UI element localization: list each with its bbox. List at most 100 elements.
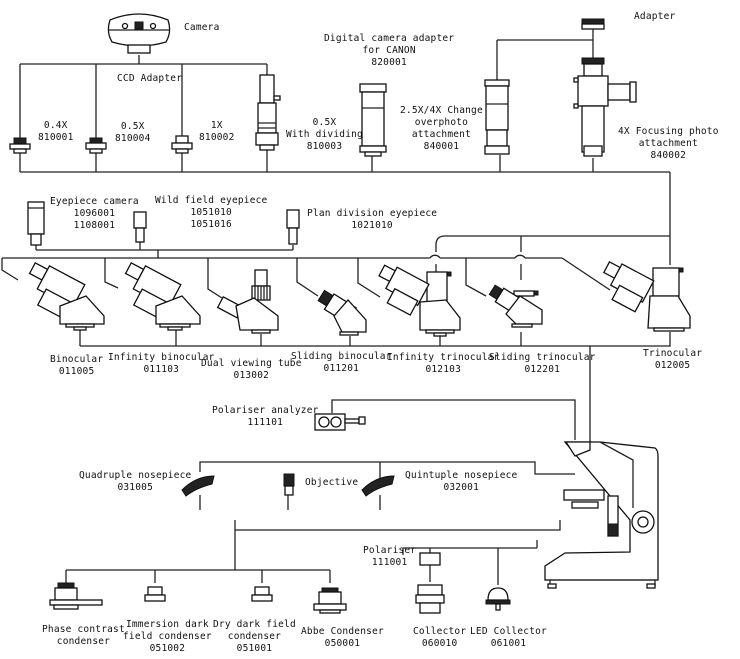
plan-division-eyepiece-label: Plan division eyepiece 1021010 [307,208,437,232]
focusing-code: 840002 [650,150,687,161]
trinocular-label: Trinocular 012005 [643,348,702,372]
immersion-dark-field-condenser-icon [144,586,166,602]
adapter-04x-label: 0.4X 810001 [38,120,74,144]
adapter-04x-mag: 0.4X [43,120,68,131]
adapter-1x-code: 810002 [199,132,235,143]
polariser-analyzer-code: 111101 [247,417,284,428]
sliding-trinocular-head-icon [488,284,543,328]
binocular-head-icon [28,261,105,331]
ccd-adapter-label: CCD Adapter [117,73,183,84]
ccd-adapter-dividing-icon [255,74,281,151]
sliding-trinocular-name: Sliding trinocular [489,352,596,363]
wild-field-name: Wild field eyepiece [155,195,268,206]
dry-dark-line2: condenser [227,631,282,642]
led-collector-label: LED Collector 061001 [470,626,547,650]
ccd-adapter-04x-icon [9,137,31,154]
adapter-1x-label: 1X 810002 [199,120,235,144]
objective-icon [283,473,295,496]
infinity-trinocular-label: Infinity trinocular 012103 [387,352,499,376]
sliding-binocular-name: Sliding binocular [291,351,392,362]
phase-contrast-condenser-label: Phase contrast condenser [42,624,125,648]
sliding-binocular-label: Sliding binocular 011201 [291,351,392,375]
adapter-04x-code: 810001 [38,132,74,143]
dry-dark-code: 051001 [236,643,273,654]
eyepiece-camera-code2: 1108001 [73,220,116,231]
sliding-binocular-code: 011201 [323,363,360,374]
connector-lines [1,28,671,585]
adapter-top-label: Adapter [634,11,676,22]
canon-adapter-line2: for CANON [362,45,416,56]
infinity-binocular-label: Infinity binocular 011103 [108,352,215,376]
quadruple-nosepiece-label: Quadruple nosepiece 031005 [79,470,191,494]
polariser-icon [419,552,441,566]
change-over-code: 840001 [423,141,460,152]
polariser-analyzer-label: Polariser analyzer 111101 [212,405,319,429]
abbe-code: 050001 [324,638,361,649]
polariser-analyzer-name: Polariser analyzer [212,405,319,416]
quintuple-nosepiece-code: 032001 [443,482,479,493]
adapter-05x-mag: 0.5X [120,121,145,132]
ccd-adapter-05x-icon [85,137,107,154]
change-over-attachment-icon [484,79,510,155]
adapter-dividing-desc: With dividing [286,129,363,140]
canon-adapter-label: Digital camera adapter for CANON 820001 [324,33,454,69]
plan-division-name: Plan division eyepiece [307,208,438,219]
change-over-label: 2.5X/4X Change overphoto attachment 8400… [400,105,483,153]
focusing-line1: 4X Focusing photo [618,126,719,137]
change-over-line2: overphoto [414,117,469,128]
canon-adapter-line1: Digital camera adapter [324,33,455,44]
phase-contrast-line2: condenser [56,636,111,647]
quintuple-nosepiece-name: Quintuple nosepiece [405,470,518,481]
polariser-code: 111001 [371,557,408,568]
quintuple-nosepiece-icon [361,475,395,497]
dry-dark-field-condenser-icon [251,586,273,602]
focusing-attachment-icon [573,57,637,157]
change-over-line1: 2.5X/4X Change [400,105,483,116]
focusing-attachment-label: 4X Focusing photo attachment 840002 [618,126,719,162]
collector-code: 060010 [421,638,458,649]
infinity-trinocular-name: Infinity trinocular [387,352,500,363]
immersion-line1: Immersion dark [125,619,209,630]
dry-dark-field-condenser-label: Dry dark field condenser 051001 [213,619,296,655]
adapter-top-icon [581,18,605,30]
wild-field-eyepiece-label: Wild field eyepiece 1051010 1051016 [155,195,267,231]
polariser-name: Polariser [363,545,417,556]
abbe-condenser-icon [313,587,347,614]
led-collector-code: 061001 [490,638,527,649]
polariser-analyzer-icon [314,413,366,431]
phase-contrast-condenser-icon [49,582,103,610]
trinocular-name: Trinocular [643,348,703,359]
camera-label: Camera [184,22,220,33]
immersion-line2: field condenser [123,631,212,642]
trinocular-code: 012005 [654,360,691,371]
quadruple-nosepiece-name: Quadruple nosepiece [79,470,192,481]
microscope-stand-icon [544,441,659,589]
objective-label: Objective [305,477,359,488]
ccd-adapter-1x-icon [171,135,193,154]
immersion-dark-field-condenser-label: Immersion dark field condenser 051002 [123,619,212,655]
quintuple-nosepiece-label: Quintuple nosepiece 032001 [405,470,517,494]
adapter-dividing-label: 0.5X With dividing 810003 [286,117,363,153]
dual-viewing-tube-label: Dual viewing tube 013002 [201,358,302,382]
focusing-line2: attachment [638,138,698,149]
binocular-label: Binocular 011005 [50,354,103,378]
change-over-line3: attachment [411,129,472,140]
adapter-05x-code: 810004 [115,133,151,144]
infinity-binocular-code: 011103 [143,364,180,375]
wild-field-code1: 1051010 [190,207,232,218]
binocular-code: 011005 [58,366,95,377]
abbe-name: Abbe Condenser [301,626,384,637]
eyepiece-camera-code1: 1096001 [73,208,116,219]
eyepiece-camera-label: Eyepiece camera 1096001 1108001 [50,196,139,232]
collector-icon [415,584,445,614]
infinity-trinocular-code: 012103 [425,364,461,375]
infinity-binocular-name: Infinity binocular [108,352,215,363]
sliding-trinocular-code: 012201 [524,364,561,375]
wild-field-eyepiece-icon [133,211,147,243]
trinocular-head-icon [602,261,691,332]
sliding-binocular-head-icon [317,289,367,336]
abbe-condenser-label: Abbe Condenser 050001 [301,626,384,650]
led-collector-icon [485,587,511,611]
adapter-1x-mag: 1X [210,120,223,131]
